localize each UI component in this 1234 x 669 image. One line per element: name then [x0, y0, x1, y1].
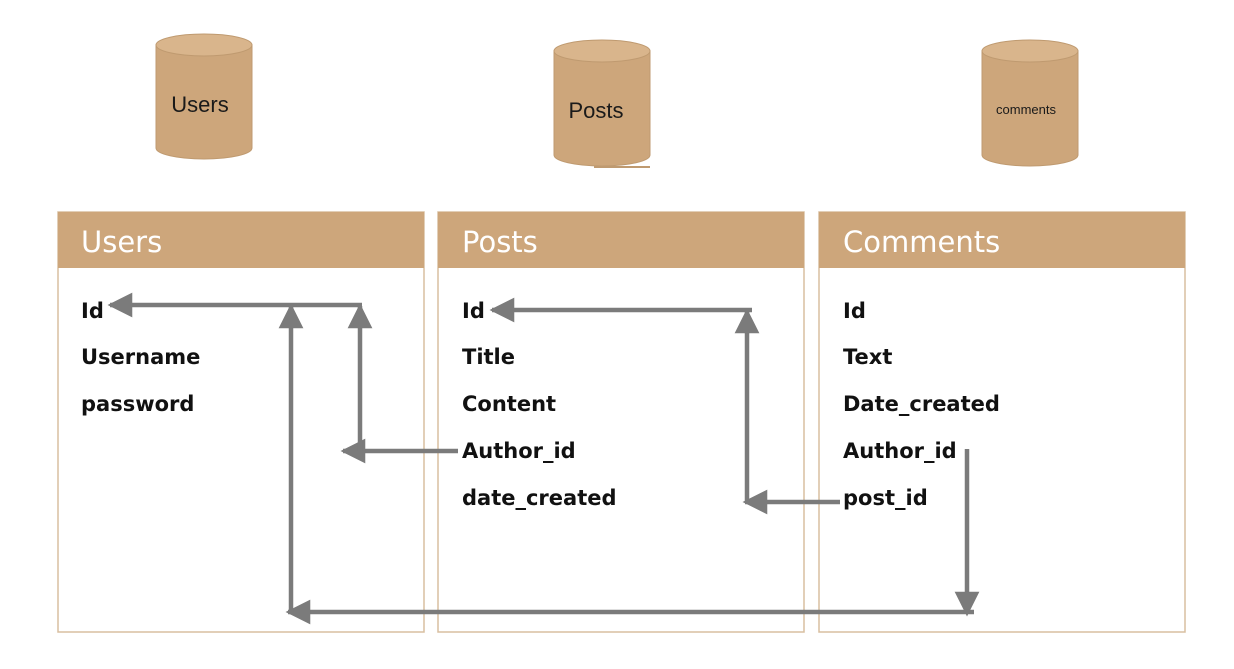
table-comments-title: Comments	[843, 225, 1000, 259]
table-comments: Comments Id Text Date_created Author_id …	[818, 211, 1186, 633]
table-posts-title: Posts	[462, 225, 538, 259]
posts-field-id: Id	[462, 299, 485, 323]
comments-field-post-id: post_id	[843, 486, 928, 510]
users-field-username: Username	[81, 345, 200, 369]
database-posts-label: Posts	[568, 98, 623, 123]
table-comments-header	[819, 212, 1185, 268]
database-users-icon: Users	[155, 33, 253, 160]
database-posts-icon: Posts	[553, 39, 651, 168]
posts-field-title: Title	[462, 345, 515, 369]
comments-field-date-created: Date_created	[843, 392, 1000, 416]
table-users-title: Users	[81, 225, 162, 259]
comments-field-text: Text	[843, 345, 892, 369]
table-users-header	[58, 212, 424, 268]
posts-field-date-created: date_created	[462, 486, 617, 510]
table-users: Users Id Username password	[57, 211, 425, 633]
database-comments-icon: comments	[981, 39, 1079, 167]
posts-field-content: Content	[462, 392, 556, 416]
users-field-password: password	[81, 392, 194, 416]
users-field-id: Id	[81, 299, 104, 323]
comments-field-author-id: Author_id	[843, 439, 957, 463]
table-posts-header	[438, 212, 804, 268]
comments-field-id: Id	[843, 299, 866, 323]
database-comments-label: comments	[996, 102, 1056, 117]
posts-field-author-id: Author_id	[462, 439, 576, 463]
database-users-label: Users	[171, 92, 228, 117]
table-posts: Posts Id Title Content Author_id date_cr…	[437, 211, 805, 633]
relationship-connectors	[107, 292, 980, 625]
